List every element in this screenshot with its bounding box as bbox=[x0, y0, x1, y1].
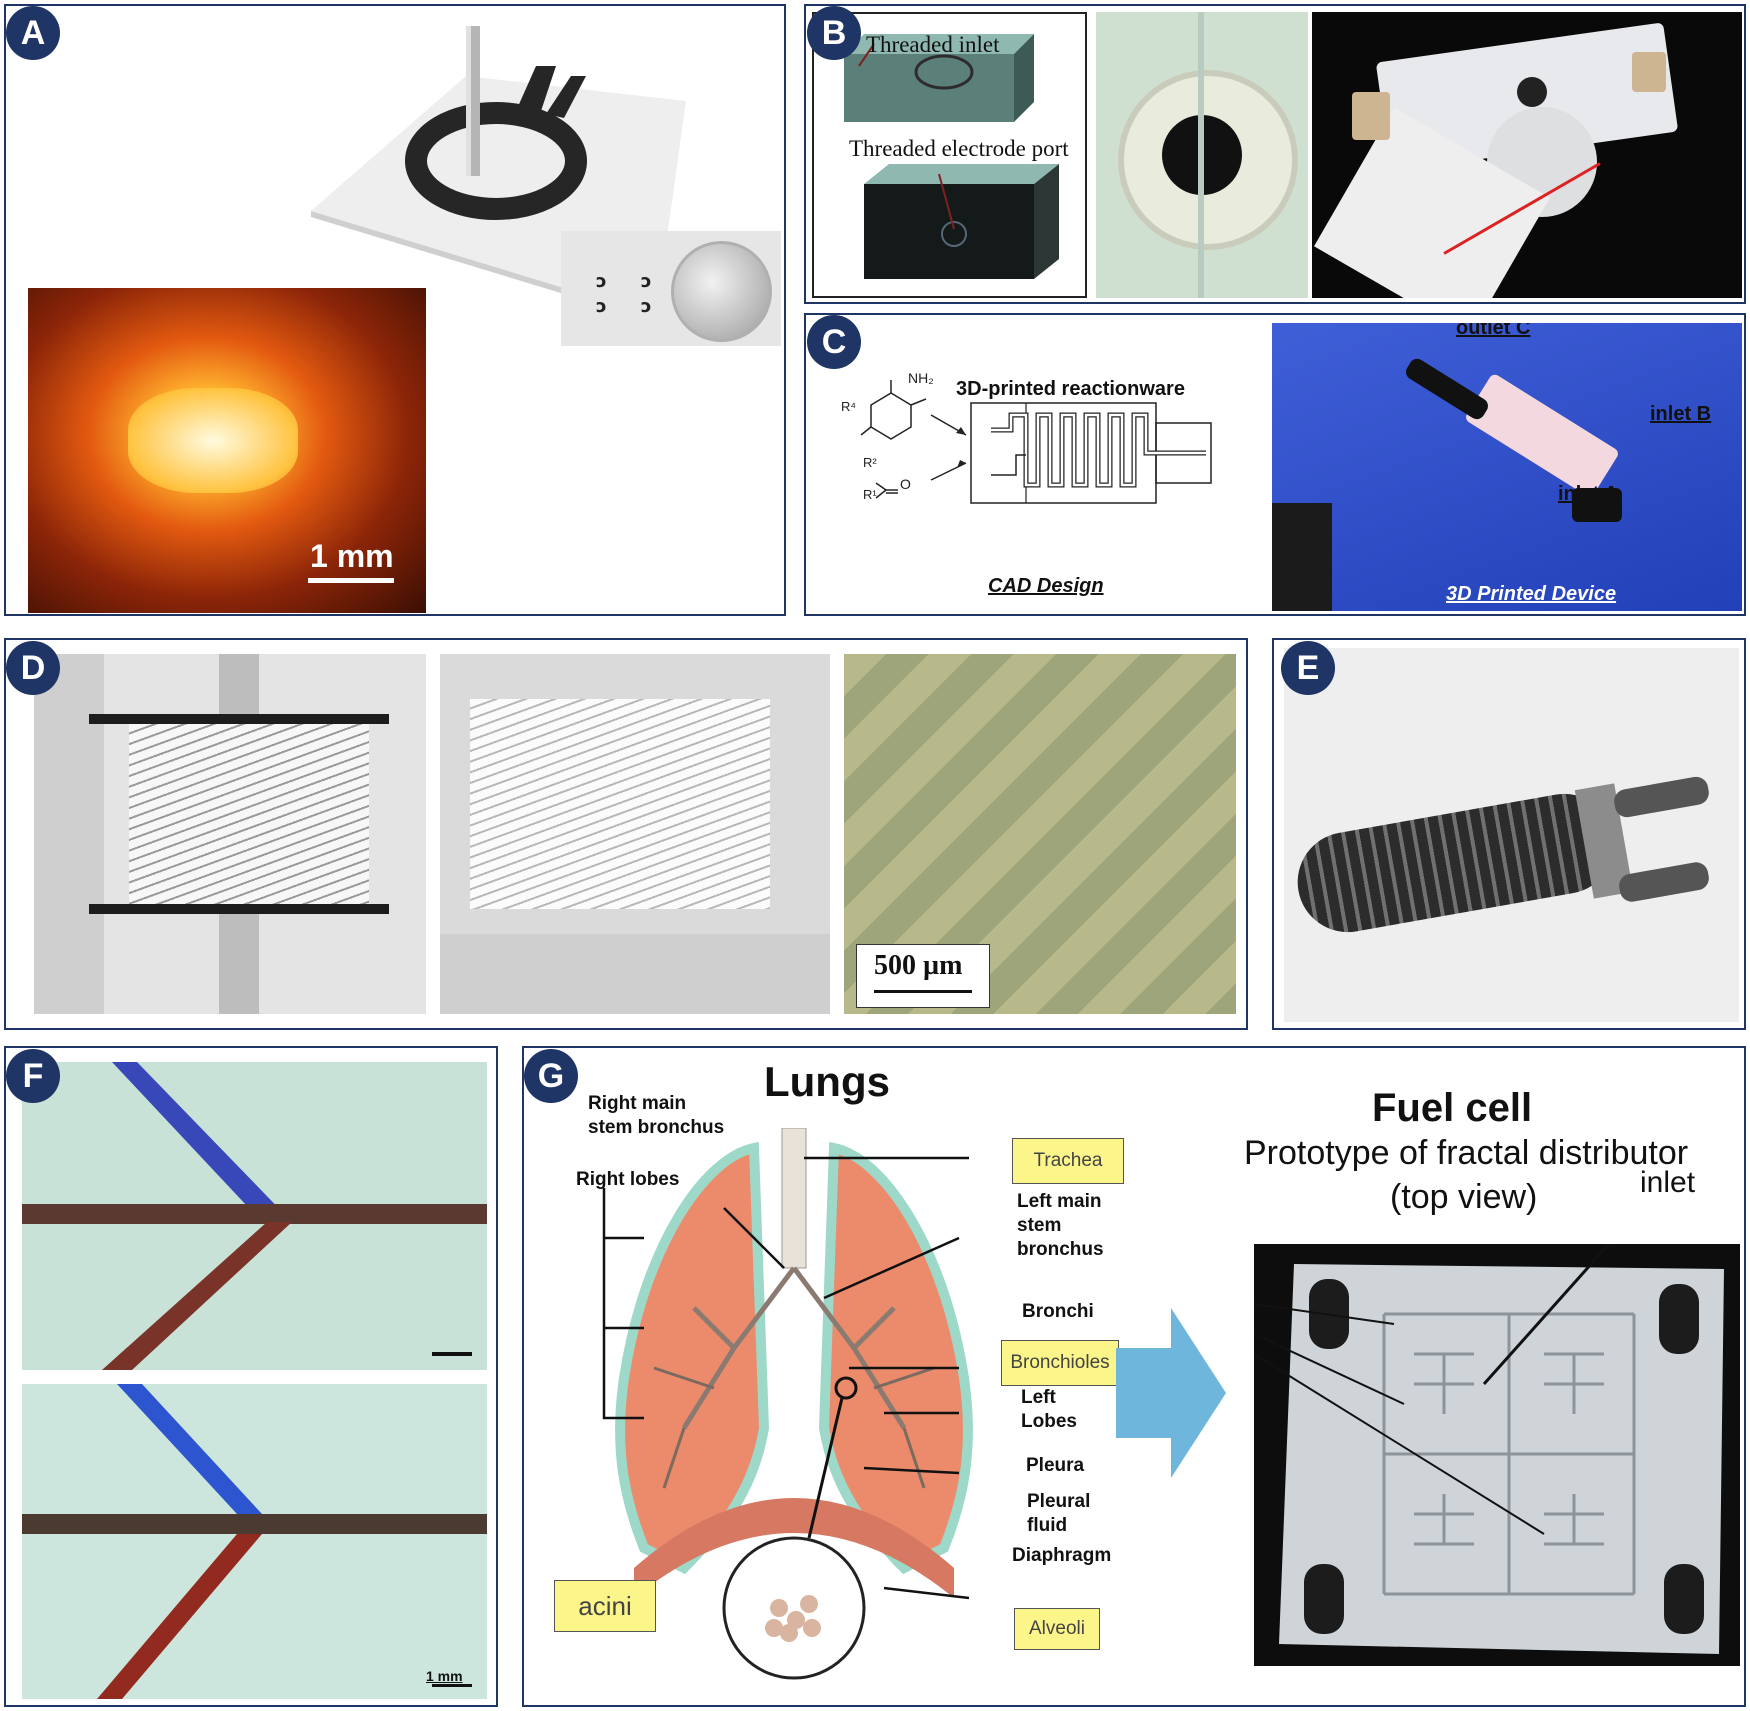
badge-e: E bbox=[1281, 641, 1335, 695]
scale-bar-a bbox=[308, 578, 394, 583]
panel-d: 500 µm bbox=[4, 638, 1248, 1030]
label-right-main-stem-bronchus: Right main stem bronchus bbox=[588, 1093, 725, 1138]
panel-a: ɔ ɔ ɔ ɔ 1 mm bbox=[4, 4, 786, 616]
label-o: O bbox=[900, 476, 911, 492]
printed-device-photo: outlet C inlet B inlet A 3D Printed Devi… bbox=[1272, 323, 1742, 611]
label-nh2: NH₂ bbox=[908, 370, 934, 386]
label-threaded-inlet: Threaded inlet bbox=[866, 32, 1000, 57]
label-bronchioles: Bronchioles bbox=[1001, 1340, 1119, 1386]
badge-b: B bbox=[807, 6, 861, 60]
label-r4: R⁴ bbox=[841, 399, 856, 414]
mixer-photo bbox=[440, 654, 830, 1014]
cad-box-b: Threaded inlet Threaded electrode port bbox=[812, 12, 1087, 298]
mixer-render bbox=[34, 654, 426, 1014]
scale-label-d: 500 µm bbox=[874, 950, 963, 981]
badge-g: G bbox=[524, 1049, 578, 1103]
mixer-micrograph: 500 µm bbox=[844, 654, 1236, 1014]
label-acini: acini bbox=[554, 1580, 656, 1632]
label-right-lobes: Right lobes bbox=[576, 1169, 680, 1190]
quarter-inset: ɔ ɔ ɔ ɔ bbox=[561, 231, 781, 346]
lungs-title: Lungs bbox=[764, 1058, 890, 1105]
panel-b: Threaded inlet Threaded electrode port bbox=[804, 4, 1746, 304]
label-alveoli: Alveoli bbox=[1014, 1608, 1100, 1650]
badge-f: F bbox=[6, 1049, 60, 1103]
arrow-to-fuel-cell bbox=[1116, 1308, 1226, 1478]
panel-f: 1 mm bbox=[4, 1046, 498, 1707]
fuel-cell-title: Fuel cell bbox=[1372, 1086, 1533, 1130]
lungs-illustration bbox=[602, 1128, 973, 1680]
fuel-cell-subtitle-2: (top view) bbox=[1390, 1178, 1538, 1216]
heat-exchanger-photo bbox=[1284, 648, 1739, 1022]
label-inlet-b: inlet B bbox=[1650, 403, 1712, 425]
label-bronchi: Bronchi bbox=[1022, 1301, 1094, 1322]
label-outlet-c: outlet C bbox=[1456, 323, 1531, 339]
electrode-closeup-photo bbox=[1096, 12, 1308, 298]
fuel-cell-subtitle-1: Prototype of fractal distributor bbox=[1244, 1134, 1689, 1172]
label-pleural-fluid: Pleural fluid bbox=[1027, 1491, 1091, 1536]
panel-g: Lungs Right main stem bronchus Right lob… bbox=[522, 1046, 1746, 1707]
cad-design-drawing bbox=[860, 380, 1212, 504]
label-trachea: Trachea bbox=[1012, 1138, 1124, 1184]
label-left-lobes: Left Lobes bbox=[1021, 1387, 1077, 1432]
scale-label-a: 1 mm bbox=[310, 538, 394, 574]
badge-a: A bbox=[6, 6, 60, 60]
label-pleura: Pleura bbox=[1026, 1455, 1085, 1476]
printed-device-caption: 3D Printed Device bbox=[1446, 583, 1617, 605]
fractal-distributor-photo bbox=[1254, 1244, 1740, 1666]
cad-design-caption: CAD Design bbox=[988, 575, 1104, 597]
bifurcation-photo-top bbox=[22, 1062, 487, 1370]
label-left-main-stem-bronchus: Left main stem bronchus bbox=[1017, 1191, 1104, 1260]
panel-c: 3D-printed reactionware R³ NH₂ R⁴ R² O R… bbox=[804, 313, 1746, 616]
scale-label-f: 1 mm bbox=[426, 1668, 463, 1684]
label-r2: R² bbox=[863, 455, 877, 470]
badge-d: D bbox=[6, 641, 60, 695]
scale-bar-d bbox=[874, 990, 972, 993]
label-diaphragm: Diaphragm bbox=[1012, 1545, 1112, 1566]
panel-e bbox=[1272, 638, 1746, 1030]
label-r1: R¹ bbox=[863, 487, 877, 502]
label-threaded-electrode-port: Threaded electrode port bbox=[849, 136, 1069, 161]
badge-c: C bbox=[807, 315, 861, 369]
glowing-ring-photo: 1 mm bbox=[28, 288, 426, 613]
label-fuel-inlet: inlet bbox=[1640, 1166, 1696, 1199]
reactionware-title: 3D-printed reactionware bbox=[956, 378, 1185, 400]
bifurcation-photo-bottom bbox=[22, 1384, 487, 1699]
label-inlet-a: inlet A bbox=[1558, 483, 1619, 505]
assembled-cell-photo bbox=[1312, 12, 1742, 298]
